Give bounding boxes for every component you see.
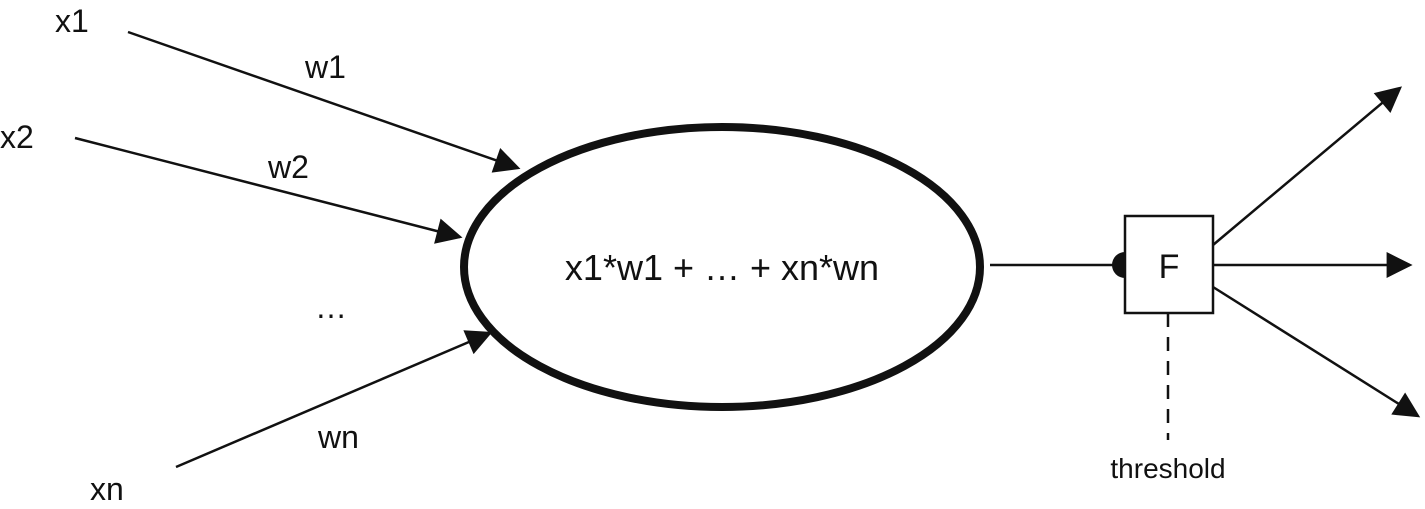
input-arrow-x1 xyxy=(127,30,521,173)
input-label-x1: x1 xyxy=(55,3,89,39)
input-label-x2: x2 xyxy=(0,119,34,155)
input-label-xn: xn xyxy=(90,471,124,504)
weight-label-w2: w2 xyxy=(267,149,309,185)
input-arrow-xn xyxy=(175,330,493,469)
output-arrow-up xyxy=(1212,86,1402,246)
weight-label-wn: wn xyxy=(317,419,359,455)
activation-label: F xyxy=(1159,248,1180,286)
ellipsis-label: … xyxy=(315,289,347,325)
summation-formula: x1*w1 + … + xn*wn xyxy=(565,247,879,288)
connection-dot-icon xyxy=(1112,252,1125,278)
weight-label-w1: w1 xyxy=(304,49,346,85)
threshold-label: threshold xyxy=(1110,453,1225,484)
input-arrow-x2 xyxy=(74,136,463,244)
output-arrow-down xyxy=(1212,285,1421,418)
summation-ellipse xyxy=(460,123,984,411)
